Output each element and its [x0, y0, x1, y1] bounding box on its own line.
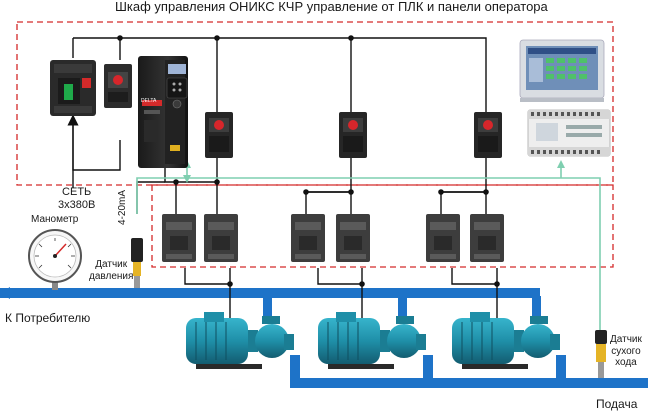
pressure-sensor: [131, 238, 143, 288]
contactor-6: [470, 214, 504, 262]
motor-protection-switch-vfd: [104, 64, 132, 108]
motor-relay-1: [205, 112, 233, 158]
pump-3: [452, 312, 560, 369]
pressure-sensor-label-line1: Датчик: [95, 259, 128, 270]
frequency-converter: [138, 56, 188, 168]
main-circuit-breaker: [50, 60, 96, 116]
consumer-label: К Потребителю: [5, 311, 91, 325]
operator-panel: [519, 39, 605, 102]
contactor-4: [336, 214, 370, 262]
consumer-arrow: [0, 287, 10, 299]
pressure-sensor-label: Датчик давления: [89, 259, 133, 282]
manometer-label: Манометр: [31, 214, 79, 225]
delta-logo-strip: [142, 100, 162, 106]
network-label-line1: СЕТЬ: [62, 186, 92, 198]
contactor-1: [162, 214, 196, 262]
junction-dots: [117, 35, 500, 287]
contactor-3: [291, 214, 325, 262]
network-label-line2: 3х380В: [58, 198, 96, 211]
dry-run-sensor-label-line1: Датчик: [610, 334, 642, 345]
diagram-title: Шкаф управления ОНИКС КЧР управление от …: [115, 0, 548, 14]
supply-label: Подача: [596, 397, 638, 411]
contactor-5: [426, 214, 460, 262]
motor-relay-2: [339, 112, 367, 158]
motor-relay-3: [474, 112, 502, 158]
plc-controller: [527, 109, 611, 157]
pipework: [0, 288, 648, 388]
contactor-panel-border: [151, 184, 614, 268]
dry-run-sensor: [595, 330, 607, 378]
dry-run-sensor-label-line2: сухого: [611, 345, 641, 357]
dry-run-sensor-label: Датчик сухого хода: [610, 334, 642, 369]
dry-run-sensor-label-line3: хода: [615, 357, 637, 368]
pump-1: [186, 312, 294, 369]
vfd-brand-label: DELTA: [141, 98, 157, 104]
supply-pipe: [290, 378, 648, 388]
signal-label: 4-20mA: [117, 189, 128, 225]
consumer-pipe: [0, 288, 540, 298]
pressure-sensor-label-line2: давления: [89, 270, 134, 282]
network-label: СЕТЬ 3х380В: [58, 186, 95, 211]
pump-2: [318, 312, 426, 369]
contactor-2: [204, 214, 238, 262]
manometer: [28, 229, 82, 290]
